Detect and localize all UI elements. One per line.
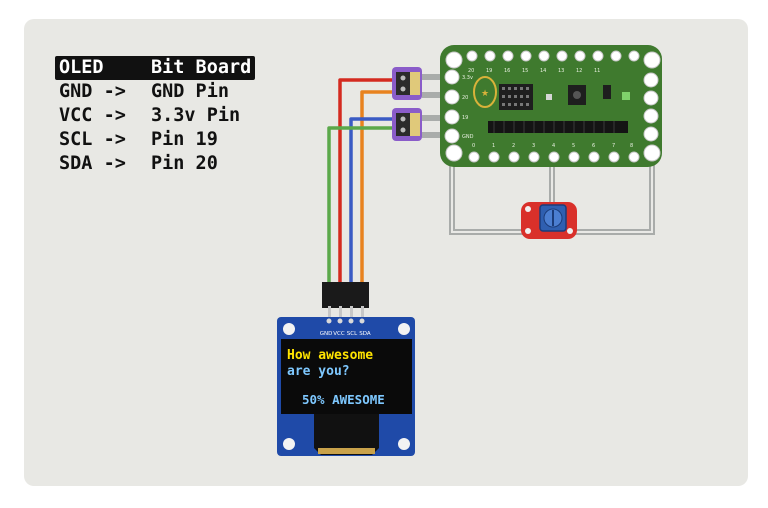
top-label: 20 [468,68,474,74]
oled-pin-label: VCC [333,331,345,337]
row-board-pin: Pin 19 [151,129,218,150]
oled-pin-label: SCL [347,331,358,337]
bottom-label: 6 [592,143,595,149]
row-arrow: -> [103,105,126,126]
left-label: 20 [462,95,468,101]
svg-text:★: ★ [481,89,489,99]
pin-row-gnd: GND -> GND Pin [55,80,255,104]
bottom-label: 2 [512,143,515,149]
row-board-pin: GND Pin [151,81,229,102]
left-label: 3.3v [462,75,473,81]
bottom-label: 0 [472,143,475,149]
header-oled: OLED [59,57,104,78]
wire-scl-blue [349,117,410,285]
top-label: 11 [594,68,600,74]
top-label: 16 [504,68,510,74]
oled-pin-label: GND [320,331,333,337]
row-oled-pin: SDA [59,153,93,174]
header-board: Bit Board [151,57,252,78]
screen-line-3: 50% AWESOME [302,392,385,407]
row-arrow: -> [103,129,126,150]
row-oled-pin: VCC [59,105,93,126]
screen-line-2: are you? [287,364,350,379]
bottom-label: 4 [552,143,555,149]
pin-row-scl: SCL -> Pin 19 [55,128,255,152]
top-label: 12 [576,68,582,74]
connector-top [392,67,422,100]
oled-pin-label: SDA [359,331,371,337]
oled-module: GND VCC SCL SDA How awesome are you? 50%… [277,282,415,456]
row-arrow: -> [103,153,126,174]
bottom-label: 3 [532,143,535,149]
bottom-label: 7 [612,143,615,149]
row-arrow: -> [103,81,126,102]
top-label: 15 [522,68,528,74]
row-oled-pin: GND [59,81,93,102]
oled-screen [281,339,412,414]
row-oled-pin: SCL [59,129,93,150]
pin-table-header: OLED Bit Board [55,56,256,80]
top-label: 14 [540,68,546,74]
pin-row-vcc: VCC -> 3.3v Pin [55,104,255,128]
row-board-pin: 3.3v Pin [151,105,241,126]
bit-board: ★ 20 19 16 15 14 13 12 11 0 1 [440,45,662,167]
top-label: 13 [558,68,564,74]
pin-row-sda: SDA -> Pin 20 [55,152,255,176]
bottom-label: 5 [572,143,575,149]
pin-mapping-table: OLED Bit Board GND -> GND Pin VCC -> 3.3v P… [55,56,256,176]
left-label: GND [462,134,474,140]
connector-bottom [392,108,422,141]
left-label: 19 [462,115,468,121]
screen-line-1: How awesome [287,348,373,363]
row-board-pin: Pin 20 [151,153,218,174]
bottom-label: 1 [492,143,495,149]
bottom-label: 8 [630,143,633,149]
top-label: 19 [486,68,492,74]
potentiometer [521,202,577,239]
